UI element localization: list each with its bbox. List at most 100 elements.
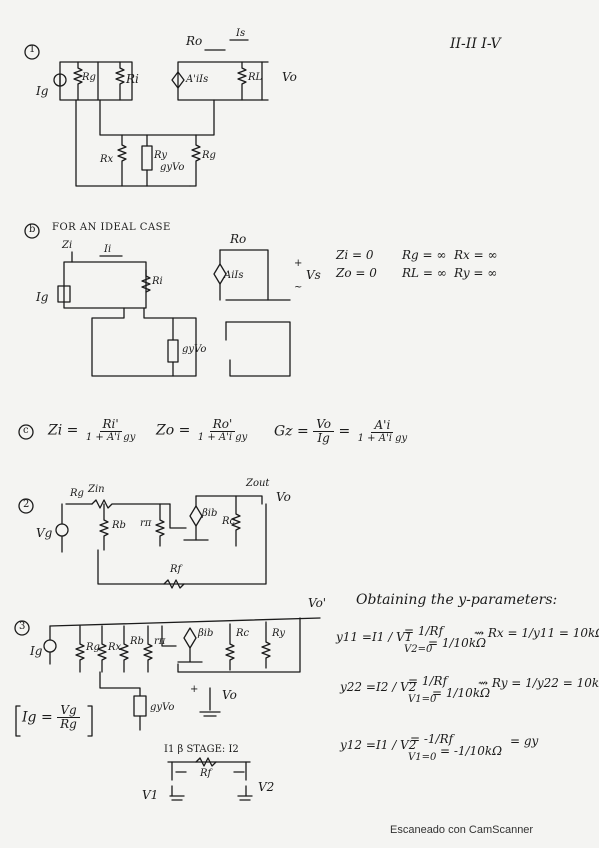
section-marker-2: 2 [23,499,30,510]
s3-ig-lhs: Ig = [22,709,53,726]
y12-arrow: = gy [510,734,539,748]
s3-label-rpi: rπ [154,636,166,647]
sb-cond-1-left: Zo = 0 [336,266,377,280]
y12-eq2: = -1/10kΩ [440,744,503,758]
section-marker-c: c [23,425,29,436]
sb-cond-0-mid: Rg = ∞ [402,248,447,262]
y11-lhs: y11 = [336,630,372,644]
s2-label-rg: Rg [70,488,84,499]
s3-label-ry: Ry [272,628,286,639]
sb-label-ii: Ii [104,244,112,255]
s2-label-vo: Vo [276,490,291,504]
sb-cond-1-right: Ry = ∞ [454,266,498,280]
s3-label-ig: Ig [30,644,43,658]
s2-label-rf: Rf [170,564,182,575]
sc-gz-mid: = [338,423,351,440]
s1-label-rg2: Rg [202,150,216,161]
s3-label-vo: Vo [222,688,237,702]
s1-label-is: Is [236,28,246,39]
sb-label-minus: ~ [294,282,303,293]
sc-zo-lhs: Zo = [156,422,191,439]
s1-label-rx: Rx [100,154,114,165]
section-marker-b: b [29,224,36,235]
y12-cond: V1=0 [408,752,437,763]
y12-lhs: y12 = [340,738,376,752]
y11-frac: I1 / V1 [372,630,413,644]
sb-label-ai-is: AiIs [224,270,244,281]
y22-frac: I2 / V2 [376,680,417,694]
s3-label-rx: Rx [108,642,122,653]
s1-label-ai-is: A'iIs [186,74,209,85]
s1-label-ry: Ry [154,150,168,161]
sc-formula-zi: Zi = Ri'1 + A'i gy [48,417,139,444]
s3-stage-v2: V2 [258,780,275,794]
sc-formula-zo: Zo = Ro'1 + A'i gy [156,417,251,444]
s2-label-rb: Rb [112,520,126,531]
sb-label-ig: Ig [36,290,49,304]
s3-label-rc: Rc [236,628,250,639]
s3-label-rb: Rb [130,636,144,647]
sc-zi-den: 1 + A'i gy [85,432,136,444]
sb-label-ro: Ro [230,232,247,246]
sb-cond-0-left: Zi = 0 [336,248,374,262]
s3-vo-prime: Vo' [308,596,327,610]
s2-label-vg: Vg [36,526,53,540]
s3-stage-rf: Rf [200,768,212,779]
y11-arrow: ⇝ Rx = 1/y11 = 10kΩ [474,626,599,640]
sb-cond-1-mid: RL = ∞ [402,266,447,280]
sb-label-gy-vo: gyVo [182,344,207,355]
sb-label-zi: Zi [62,240,73,251]
sc-gz-den1: Ig [317,431,330,446]
y12-eq1: = -1/Rf [410,732,454,746]
sc-zo-den: 1 + A'i gy [197,432,248,444]
sc-zi-num: Ri' [99,417,122,433]
y12-frac: I1 / V2 [376,738,417,752]
section-marker-1: 1 [29,44,36,55]
y22-cond: V1=0 [408,694,437,705]
s3-ig-num: Vg [57,703,80,719]
sc-gz-den2: 1 + A'i gy [357,433,408,445]
s1-label-ro: Ro [186,34,203,48]
s3-label-plus: + [190,684,199,695]
s2-label-rpi: rπ [140,518,152,529]
s2-label-zin: Zin [88,484,105,495]
s2-label-rc: Rc [222,516,236,527]
s1-label-ri: Ri [126,72,139,86]
sc-gz-lhs: Gz = [274,423,309,440]
s1-label-rl: RL [248,72,263,83]
scanner-watermark: Escaneado con CamScanner [390,824,534,836]
s3-label-rg: Rg [86,642,100,653]
sc-gz-num2: A'i [371,418,394,434]
y22-arrow: ⇝ Ry = 1/y22 = 10kΩ [478,676,599,690]
y11-eq1: = 1/Rf [404,624,444,638]
s1-label-vo: Vo [282,70,297,84]
y11-eq2: = 1/10kΩ [428,636,487,650]
s1-label-gy-vo: gyVo [160,162,185,173]
s2-label-bib: βib [202,508,218,519]
section-marker-3: 3 [19,621,26,632]
y22-eq2: = 1/10kΩ [432,686,491,700]
params-heading: Obtaining the y-parameters: [356,592,558,608]
y11-cond: V2=0 [404,644,433,655]
sc-zo-frac: Ro'1 + A'i gy [195,417,251,444]
sb-heading: FOR AN IDEAL CASE [52,222,171,233]
sc-gz-num1: Vo [313,417,334,433]
sb-label-ri: Ri [152,276,163,287]
s2-label-zout: Zout [246,478,270,489]
s1-label-rg: Rg [82,72,96,83]
y22-eq1: = 1/Rf [408,674,448,688]
sb-label-plus: + [294,258,303,269]
s1-label-ig: Ig [36,84,49,98]
y22-lhs: y22 = [340,680,376,694]
sc-zi-frac: Ri'1 + A'i gy [83,417,139,444]
s3-ig-den: Rg [60,717,77,732]
s3-label-bib: βib [198,628,214,639]
sb-label-vs: Vs [306,268,321,282]
